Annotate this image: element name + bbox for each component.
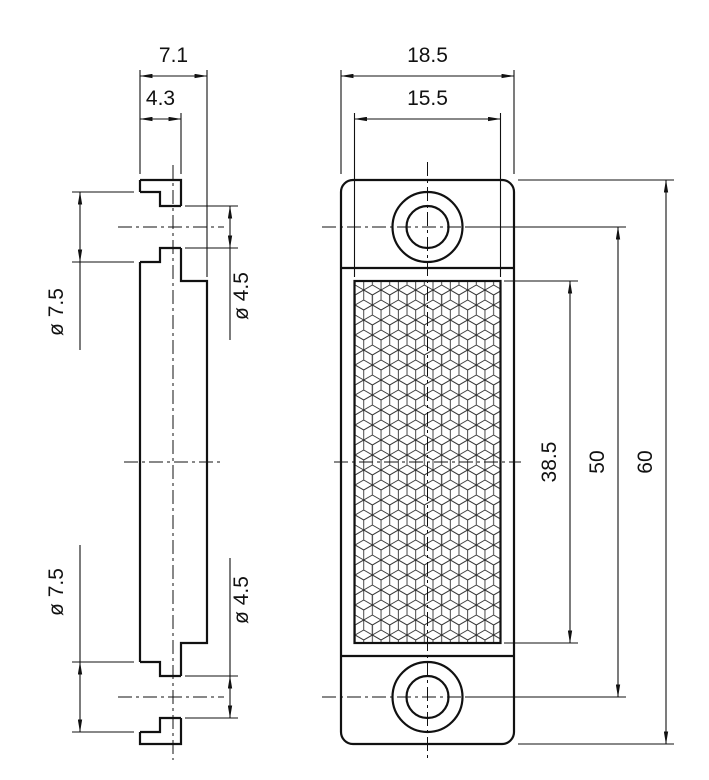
- dim-label-hole-spacing: 50: [586, 450, 609, 473]
- dim-label-plate-thickness: 4.3: [146, 87, 175, 110]
- front-view: 18.5 15.5 38.5 50 60: [322, 44, 674, 762]
- side-view-centerlines: [118, 165, 224, 760]
- side-view-extension-lines: [72, 70, 238, 733]
- dim-label-overall-thickness: 7.1: [159, 44, 188, 67]
- dim-label-hole-top: ø 4.5: [230, 272, 253, 320]
- dim-label-counterbore-top: ø 7.5: [45, 288, 68, 336]
- dim-label-window-height: 38.5: [538, 442, 561, 483]
- front-view-extension-lines: [340, 70, 674, 745]
- dim-label-window-width: 15.5: [407, 87, 448, 110]
- dim-label-overall-height: 60: [634, 450, 657, 473]
- dim-label-hole-bottom: ø 4.5: [230, 576, 253, 624]
- side-view-counterbore-notches: [140, 190, 181, 734]
- side-view: 7.1 4.3 ø 7.5 ø 4.5 ø 7.5 ø 4.5: [45, 44, 253, 760]
- dim-label-overall-width: 18.5: [407, 44, 448, 67]
- front-view-centerlines: [322, 162, 533, 762]
- dim-label-counterbore-bottom: ø 7.5: [45, 568, 68, 616]
- side-view-dimension-tails: [79, 248, 231, 676]
